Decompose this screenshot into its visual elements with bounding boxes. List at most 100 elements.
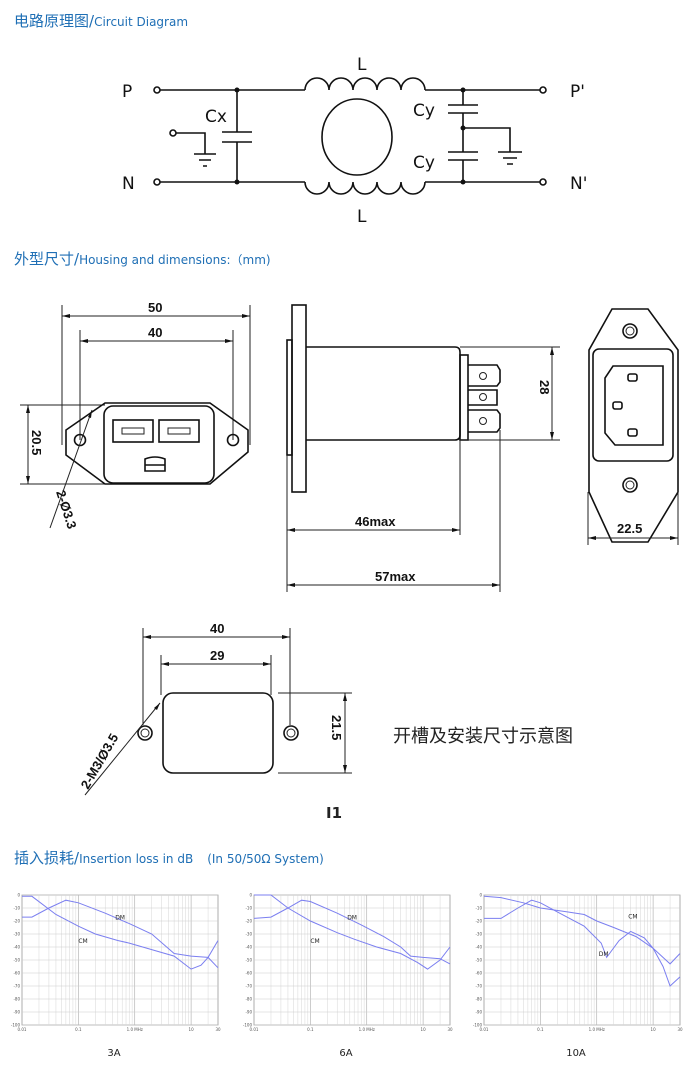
label-p2: P'	[570, 82, 585, 102]
x-tick-label: 1.0 MHz	[359, 1027, 375, 1032]
y-tick-label: -100	[243, 1023, 253, 1028]
x-tick-label: 0.1	[537, 1027, 544, 1032]
dim-front-width: 50	[148, 300, 162, 315]
series-DM	[22, 899, 219, 969]
heading-cn: 外型尺寸/	[14, 250, 80, 268]
side-view: 28 46max 57max	[286, 304, 560, 592]
node	[460, 179, 466, 185]
circuit-diagram: P N P' N' L L Cx Cy Cy	[122, 55, 587, 227]
y-tick-label: 0	[479, 893, 482, 898]
node	[234, 179, 240, 185]
dim-cutout-holes: 40	[210, 621, 224, 636]
chart-title: 6A	[339, 1048, 352, 1059]
legend-DM: DM	[599, 951, 609, 958]
legend-CM: CM	[310, 938, 319, 945]
insertion-heading: 插入损耗/Insertion loss in dB(In 50/50Ω Syst…	[14, 847, 324, 868]
wires	[160, 89, 540, 183]
label-l-bottom: L	[357, 207, 367, 227]
dim-holes: 2-Ø3.3	[53, 488, 80, 530]
chart-title: 10A	[566, 1048, 586, 1059]
terminal-n	[153, 178, 161, 186]
y-tick-label: -10	[475, 906, 482, 911]
y-tick-label: -90	[245, 1010, 252, 1015]
label-cy-top: Cy	[413, 101, 435, 121]
y-tick-label: -30	[475, 932, 482, 937]
dim-side-height: 28	[537, 380, 552, 394]
x-tick-label: 10	[421, 1027, 427, 1032]
heading-en: Insertion loss in dB	[79, 852, 194, 866]
ground-left-icon	[176, 132, 216, 167]
y-tick-label: 0	[17, 893, 20, 898]
x-tick-label: 0.01	[18, 1027, 27, 1032]
y-tick-label: -90	[13, 1010, 20, 1015]
y-tick-label: -60	[245, 971, 252, 976]
inductor-top	[304, 77, 426, 91]
x-tick-label: 0.01	[250, 1027, 259, 1032]
dim-front-height: 20.5	[29, 430, 44, 455]
y-tick-label: -20	[13, 919, 20, 924]
series-DM	[484, 899, 681, 987]
legend-CM: CM	[628, 913, 637, 920]
label-l-top: L	[357, 55, 367, 75]
x-tick-label: 30	[215, 1027, 221, 1032]
label-n2: N'	[570, 174, 587, 194]
series-CM	[254, 894, 451, 970]
chart-title: 3A	[107, 1048, 120, 1059]
y-tick-label: -80	[245, 997, 252, 1002]
y-tick-label: -60	[475, 971, 482, 976]
cutout-drawing: 40 29 21.5 2-M3/Ø3.5 开槽及安装尺寸示意图 I1	[78, 621, 573, 822]
housing-heading: 外型尺寸/Housing and dimensions:（mm)	[14, 248, 271, 269]
dim-cutout-width: 29	[210, 648, 224, 663]
y-tick-label: -70	[245, 984, 252, 989]
y-tick-label: -50	[245, 958, 252, 963]
x-tick-label: 10	[651, 1027, 657, 1032]
x-tick-label: 0.1	[307, 1027, 314, 1032]
y-tick-label: -40	[245, 945, 252, 950]
x-tick-label: 30	[447, 1027, 453, 1032]
node	[234, 87, 240, 93]
core	[321, 98, 393, 176]
heading-cn: 电路原理图/	[14, 12, 95, 30]
terminal-ground	[169, 129, 177, 137]
dim-hole-spacing: 40	[148, 325, 162, 340]
y-tick-label: -70	[13, 984, 20, 989]
rear-view: 22.5	[587, 308, 679, 545]
front-view: 50 40 20.5 2-Ø3.3	[20, 300, 251, 531]
label-n: N	[122, 174, 135, 194]
y-tick-label: -90	[475, 1010, 482, 1015]
cutout-rect	[162, 692, 274, 774]
capacitors-cy	[448, 90, 522, 182]
dim-rear-width: 22.5	[617, 521, 642, 536]
legend-DM: DM	[347, 915, 357, 922]
series-CM	[22, 895, 219, 970]
x-tick-label: 10	[189, 1027, 195, 1032]
y-tick-label: -100	[11, 1023, 21, 1028]
label-p: P	[122, 82, 132, 102]
x-tick-label: 0.01	[480, 1027, 489, 1032]
y-tick-label: -60	[13, 971, 20, 976]
inlet-body	[103, 405, 215, 484]
y-tick-label: -30	[13, 932, 20, 937]
terminal-n2	[539, 178, 547, 186]
y-tick-label: -20	[475, 919, 482, 924]
y-tick-label: -100	[473, 1023, 483, 1028]
dim-side-body: 46max	[355, 514, 396, 529]
terminal-p2	[539, 86, 547, 94]
x-tick-label: 30	[677, 1027, 683, 1032]
series-CM	[483, 895, 681, 965]
label-cy-bottom: Cy	[413, 153, 435, 173]
earth-slot	[144, 456, 166, 472]
heading-en: Circuit Diagram	[94, 15, 189, 29]
x-tick-label: 0.1	[75, 1027, 82, 1032]
y-tick-label: -10	[13, 906, 20, 911]
label-cx: Cx	[205, 107, 227, 127]
y-tick-label: -80	[13, 997, 20, 1002]
legend-CM: CM	[78, 938, 87, 945]
dim-cutout-height: 21.5	[329, 715, 344, 740]
x-tick-label: 1.0 MHz	[127, 1027, 143, 1032]
